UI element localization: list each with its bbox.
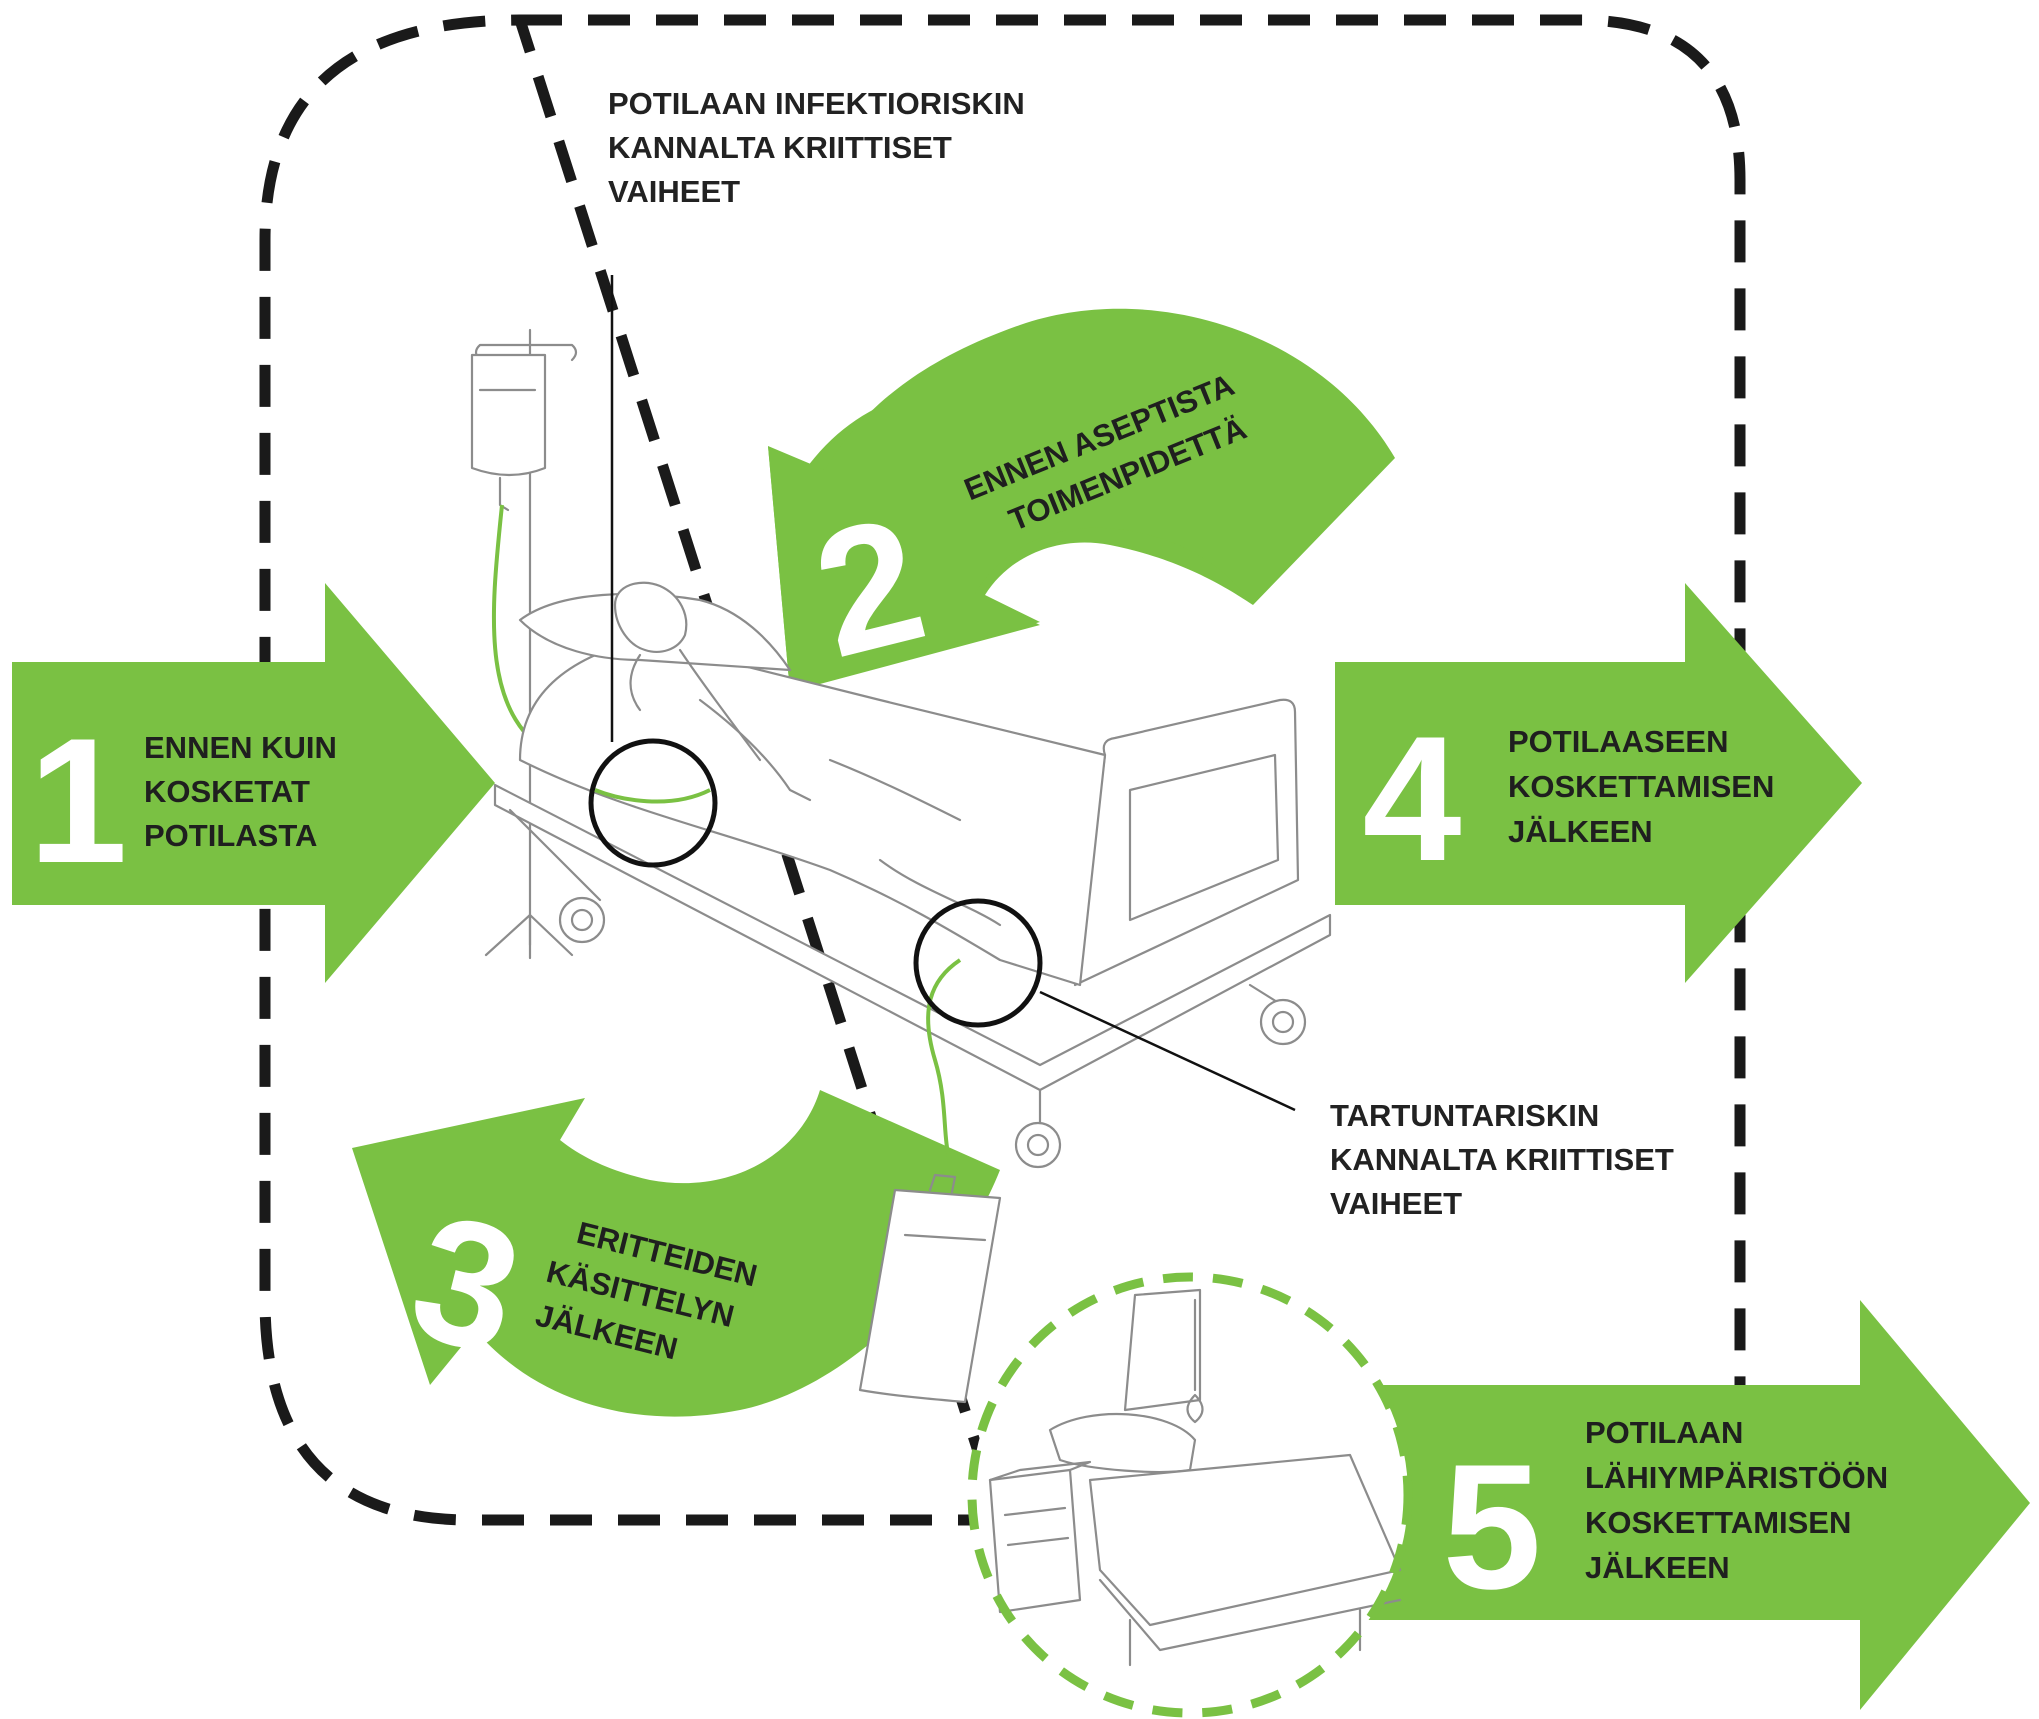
annotation-top: POTILAAN INFEKTIORISKIN KANNALTA KRIITTI… [608, 86, 1033, 209]
bedside-cabinet-icon [988, 1460, 1092, 1614]
annotation-bottom: TARTUNTARISKIN KANNALTA KRIITTISET VAIHE… [1330, 1098, 1682, 1221]
moment-1-number: 1 [29, 701, 128, 900]
patient-surroundings-circle [967, 1272, 1413, 1718]
moment-4-arrow-shape [1335, 583, 1862, 983]
annotation-bottom-leader [1039, 990, 1296, 1112]
critical-point-circle-2 [913, 898, 1043, 1028]
moment-2-arrow-head [768, 308, 1395, 692]
moment-3-arrow-shape [352, 1090, 1000, 1417]
moment-2-arrow: 2 ENNEN ASEPTISTA TOIMENPIDETTÄ [768, 308, 1395, 695]
patient-bed-icon [493, 581, 1332, 1169]
critical-point-circle-1 [588, 738, 718, 868]
moment-5-number: 5 [1443, 1427, 1542, 1626]
moment-5-label: POTILAAN LÄHIYMPÄRISTÖÖN KOSKETTAMISEN J… [1585, 1415, 1897, 1585]
urine-bag-icon [858, 958, 1002, 1404]
moment-3-arrow: 3 ERITTEIDEN KÄSITTELYN JÄLKEEN [352, 1090, 1000, 1417]
moment-4-number: 4 [1363, 699, 1462, 898]
moment-5-arrow-shape [1340, 1300, 2030, 1710]
empty-bed-icon [1048, 1288, 1402, 1667]
moment-1-arrow-shape [12, 583, 495, 983]
patient-surroundings [967, 1272, 1413, 1718]
moment-4-label: POTILAASEEN KOSKETTAMISEN JÄLKEEN [1508, 724, 1783, 849]
moment-1-label: ENNEN KUIN KOSKETAT POTILASTA [144, 730, 346, 853]
moment-4-arrow: 4 POTILAASEEN KOSKETTAMISEN JÄLKEEN [1335, 583, 1862, 983]
moment-1-arrow: 1 ENNEN KUIN KOSKETAT POTILASTA [12, 583, 495, 983]
moment-5-arrow: 5 POTILAAN LÄHIYMPÄRISTÖÖN KOSKETTAMISEN… [1340, 1300, 2030, 1710]
